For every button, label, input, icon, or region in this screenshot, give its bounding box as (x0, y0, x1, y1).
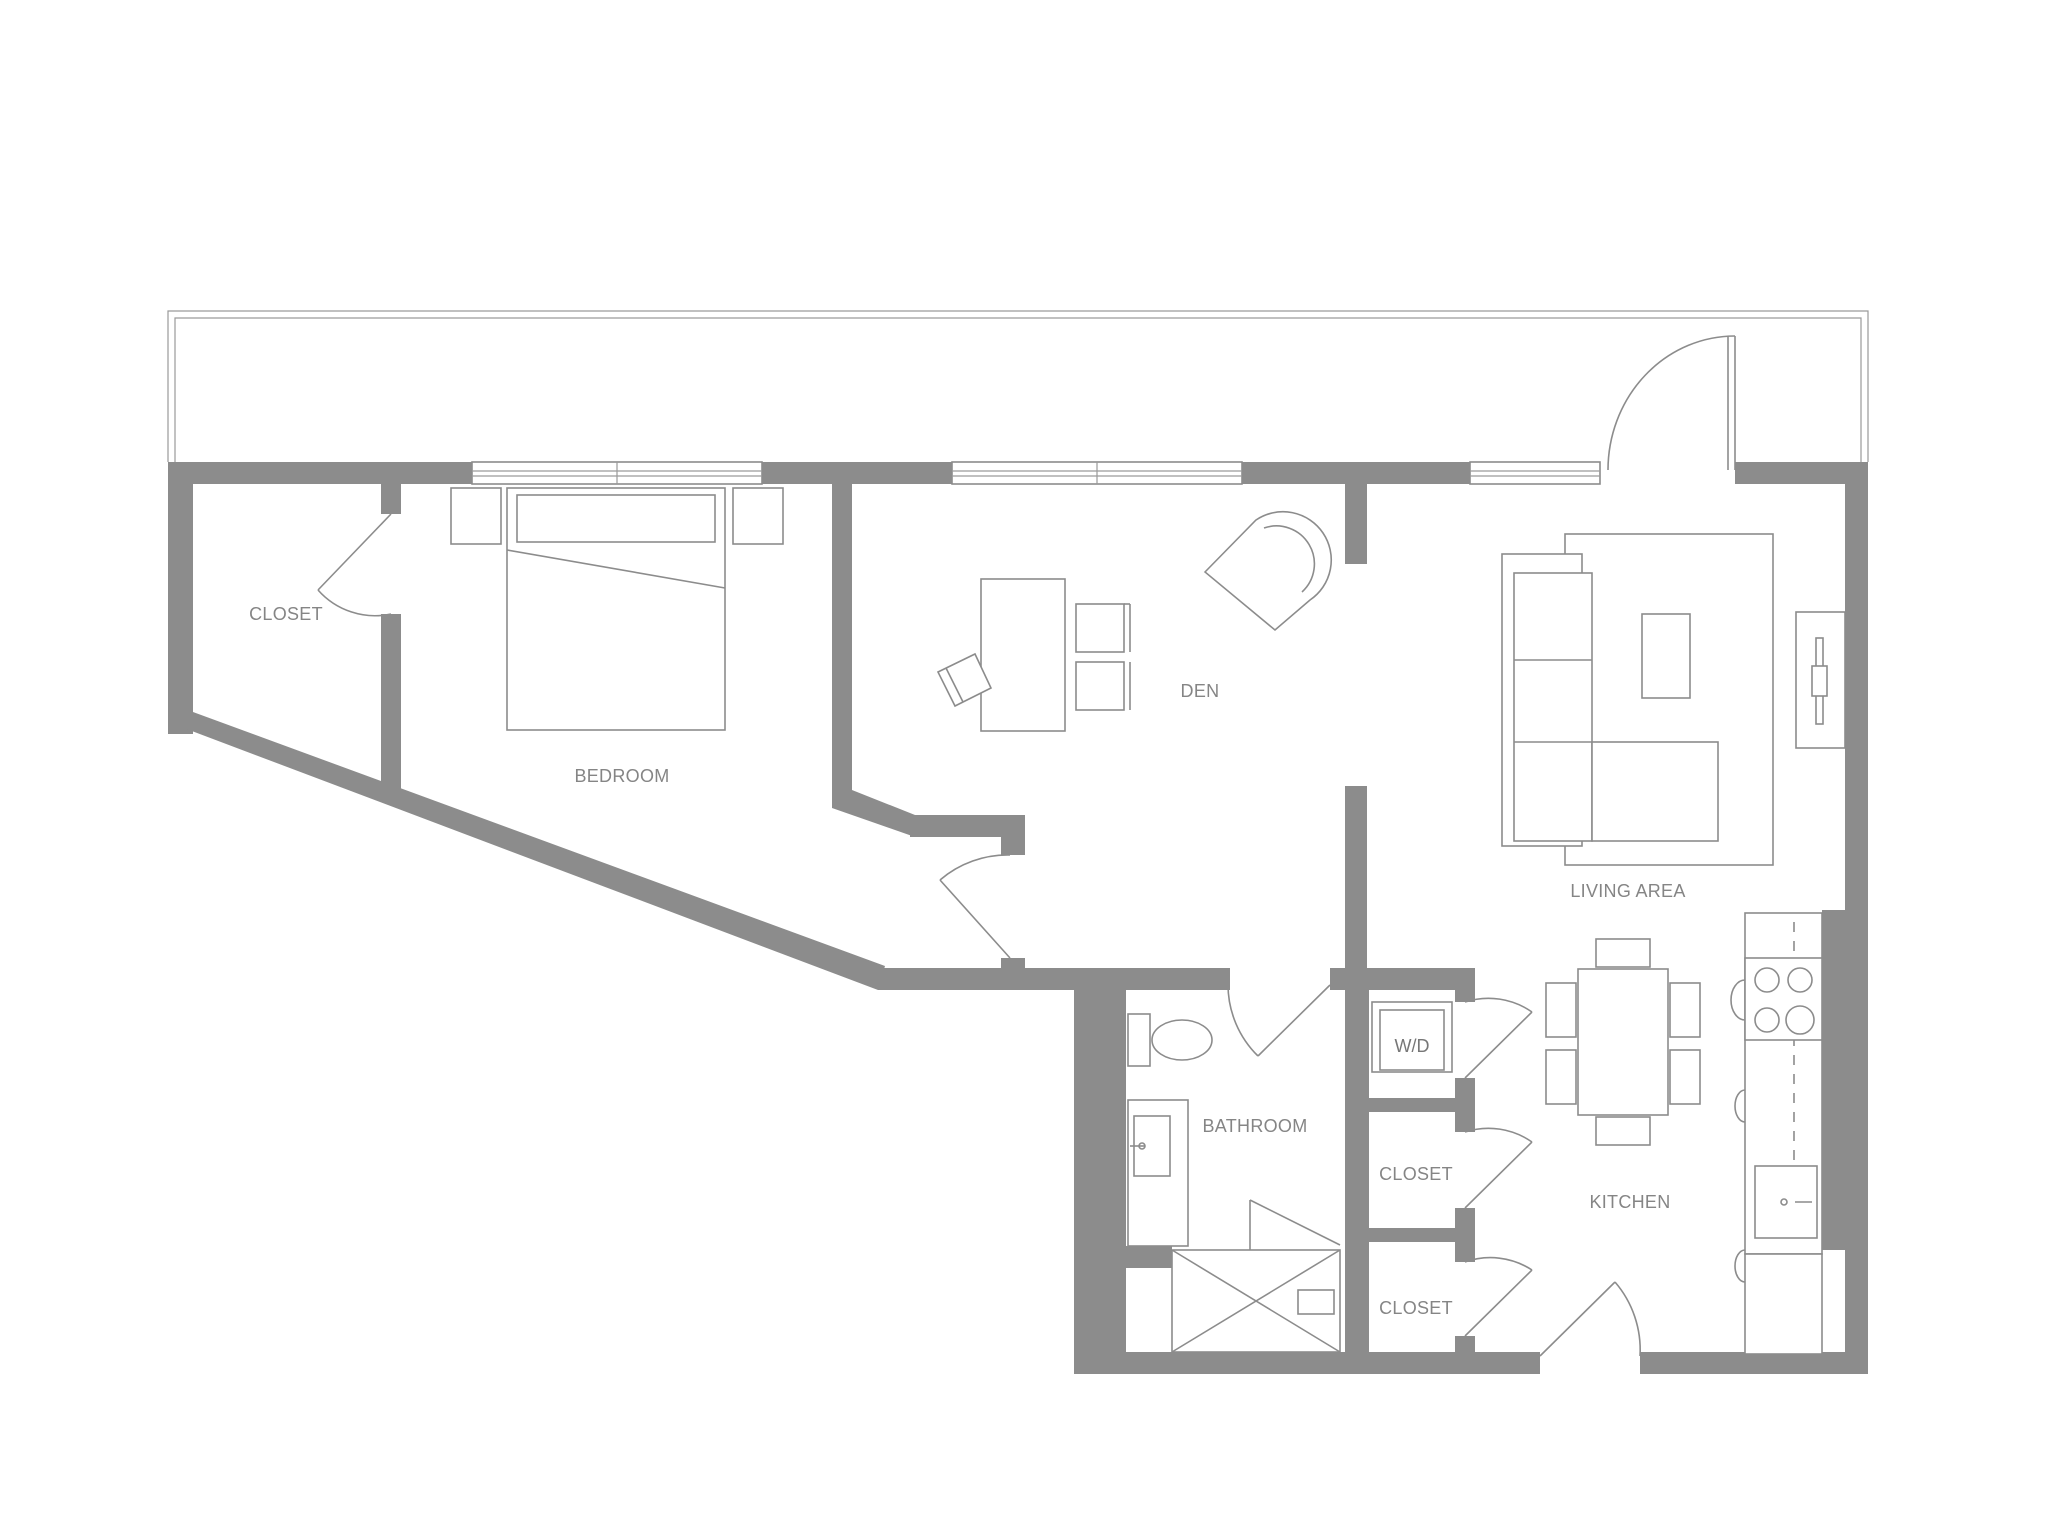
room-label-bedroom: BEDROOM (574, 766, 669, 786)
kitchen-counter (1730, 912, 1823, 1355)
balcony (167, 310, 1869, 462)
room-label-closet-upper: CLOSET (1379, 1164, 1453, 1184)
dining-table (1545, 938, 1701, 1146)
room-label-kitchen: KITCHEN (1589, 1192, 1670, 1212)
sofa (1501, 533, 1774, 866)
bed (450, 487, 784, 731)
room-label-closet-bedroom: CLOSET (249, 604, 323, 624)
room-label-den: DEN (1181, 681, 1220, 701)
washer-dryer (1371, 1001, 1453, 1073)
room-label-living-area: LIVING AREA (1570, 881, 1685, 901)
den-furniture (936, 510, 1333, 732)
doors (317, 335, 1736, 1357)
washer-dryer-label: W/D (1395, 1036, 1430, 1056)
bathroom-fixtures (1127, 1013, 1341, 1353)
walls (168, 462, 1868, 1374)
room-label-closet-lower: CLOSET (1379, 1298, 1453, 1318)
room-label-bathroom: BATHROOM (1202, 1116, 1307, 1136)
tv-console (1795, 611, 1846, 749)
